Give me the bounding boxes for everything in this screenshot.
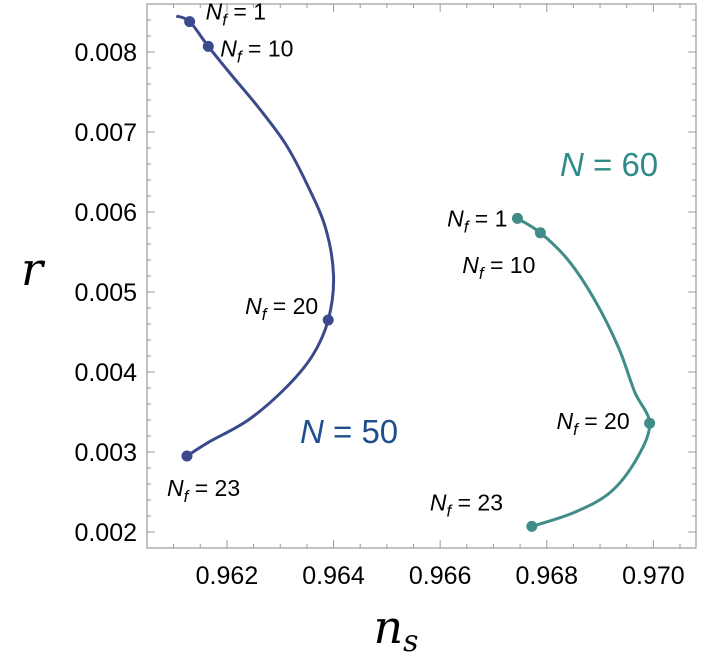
point-label-value: = 23 <box>188 475 240 501</box>
point-label-value: = 10 <box>242 35 294 61</box>
point-label-var: N <box>430 489 447 515</box>
point-label: Nf = 20 <box>245 293 318 324</box>
data-point <box>322 314 334 326</box>
point-label: Nf = 23 <box>430 489 503 520</box>
point-label-value: = 1 <box>227 0 266 25</box>
tick-marks <box>146 3 696 549</box>
point-label-value: = 23 <box>451 489 503 515</box>
series-label-var: N <box>560 146 584 183</box>
x-tick-label: 0.968 <box>515 562 578 590</box>
data-point <box>526 520 538 532</box>
x-tick-labels: 0.962 0.964 0.966 0.968 0.970 <box>196 562 685 590</box>
series-curves <box>175 14 652 528</box>
point-label-value: = 20 <box>266 293 318 319</box>
point-label-value: = 20 <box>578 408 630 434</box>
series-labels: N = 50N = 60 <box>300 146 658 450</box>
point-label-sub: f <box>446 501 453 520</box>
point-label: Nf = 1 <box>447 205 507 236</box>
point-label-sub: f <box>262 305 269 324</box>
x-tick-label: 0.964 <box>302 562 365 590</box>
data-points <box>181 16 656 532</box>
y-tick-label: 0.008 <box>74 39 137 67</box>
data-point <box>511 212 523 224</box>
data-point <box>181 450 193 462</box>
point-label-sub: f <box>222 11 229 30</box>
point-label: Nf = 23 <box>167 475 240 506</box>
point-label-var: N <box>447 205 464 231</box>
series-label: N = 60 <box>560 146 658 183</box>
series-line-1 <box>175 14 336 458</box>
x-tick-label: 0.970 <box>622 562 685 590</box>
point-label: Nf = 1 <box>206 0 266 30</box>
data-point <box>202 40 214 52</box>
y-tick-label: 0.005 <box>74 279 137 307</box>
y-tick-label: 0.007 <box>74 119 137 147</box>
point-label-value: = 10 <box>484 252 536 278</box>
y-axis-title: r <box>21 242 46 296</box>
y-tick-label: 0.004 <box>74 359 137 387</box>
x-axis-title-sub: s <box>403 624 418 659</box>
y-tick-labels: 0.002 0.003 0.004 0.005 0.006 0.007 0.008 <box>74 39 137 547</box>
x-tick-label: 0.966 <box>409 562 472 590</box>
series-label-value: = 60 <box>584 146 658 183</box>
data-point <box>184 16 196 28</box>
point-label-value: = 1 <box>468 205 507 231</box>
point-label-sub: f <box>479 264 486 283</box>
x-axis-title-main: n <box>373 600 403 654</box>
point-label-sub: f <box>573 420 580 439</box>
x-axis-title: ns <box>373 600 418 659</box>
point-label-var: N <box>220 35 237 61</box>
point-label-var: N <box>245 293 262 319</box>
x-tick-label: 0.962 <box>196 562 259 590</box>
point-label-var: N <box>462 252 479 278</box>
point-label: Nf = 20 <box>556 408 629 439</box>
y-tick-label: 0.002 <box>74 519 137 547</box>
series-label-var: N <box>300 413 324 450</box>
plot-frame <box>146 3 697 549</box>
point-label-sub: f <box>237 47 244 66</box>
point-label-sub: f <box>184 487 191 506</box>
data-point <box>644 417 656 429</box>
series-label-value: = 50 <box>324 413 398 450</box>
data-point <box>534 227 546 239</box>
point-label-var: N <box>206 0 223 25</box>
point-label-var: N <box>167 475 184 501</box>
y-tick-label: 0.006 <box>74 199 137 227</box>
point-label-sub: f <box>464 217 471 236</box>
series-label: N = 50 <box>300 413 398 450</box>
point-label: Nf = 10 <box>220 35 293 66</box>
point-label: Nf = 10 <box>462 252 535 283</box>
y-tick-label: 0.003 <box>74 439 137 467</box>
point-label-var: N <box>556 408 573 434</box>
